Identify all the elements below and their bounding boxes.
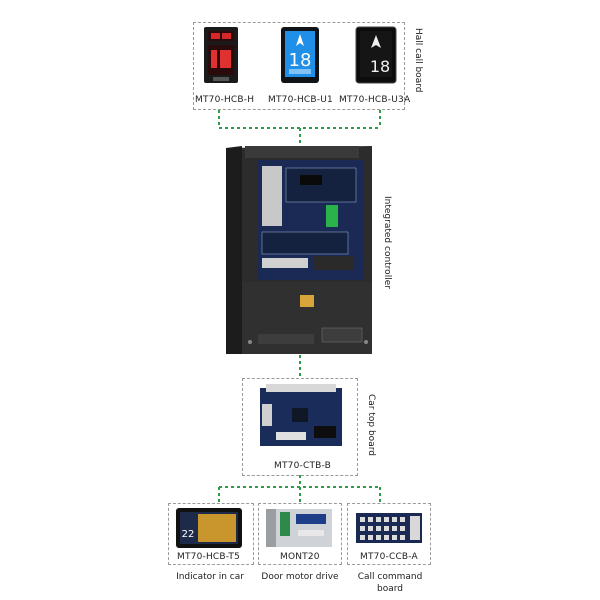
ccb-a-group [347, 503, 431, 565]
ccb-a-label: MT70-CCB-A [360, 552, 418, 562]
hcb-u3a-label: MT70-HCB-U3A [339, 95, 411, 105]
ctb-label: MT70-CTB-B [274, 461, 332, 471]
hcb-h-label: MT70-HCB-H [195, 95, 255, 105]
call-command-board-caption: Call command board [357, 572, 423, 594]
mont20-label: MONT20 [280, 552, 320, 562]
hcb-u3a-digits: 18 [370, 57, 390, 76]
t5-label: MT70-HCB-T5 [177, 552, 241, 562]
hcb-u1-label: MT70-HCB-U1 [268, 95, 333, 105]
door-motor-drive-caption: Door motor drive [261, 572, 339, 582]
car-top-board-group [242, 378, 358, 476]
hcb-u1-digits: 18 [289, 50, 312, 71]
mont20-group [258, 503, 342, 565]
t5-digits: 22 [182, 529, 195, 540]
hall-call-board-group [193, 22, 405, 110]
indicator-in-car-caption: Indicator in car [176, 572, 244, 582]
t5-group [168, 503, 254, 565]
